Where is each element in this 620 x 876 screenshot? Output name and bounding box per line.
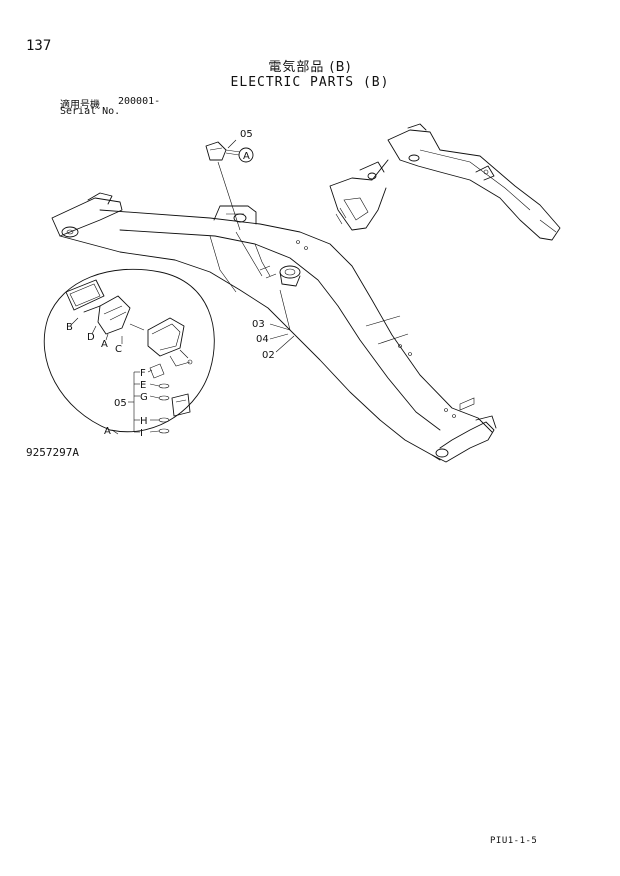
detail-label-b: B bbox=[66, 322, 73, 333]
serial-label-english: Serial No. bbox=[60, 106, 121, 117]
detail-view-a-label: A bbox=[104, 426, 111, 437]
callout-04: 04 bbox=[256, 334, 269, 345]
drawing-number: 9257297A bbox=[26, 446, 79, 459]
detail-label-c: C bbox=[115, 344, 122, 355]
detail-label-g: G bbox=[140, 392, 148, 403]
page-number: 137 bbox=[26, 38, 52, 54]
callout-ref-a: A bbox=[243, 151, 250, 162]
page-code: PIU1-1-5 bbox=[490, 836, 538, 846]
callouts-main bbox=[225, 139, 295, 353]
callout-05-top: 05 bbox=[240, 129, 253, 140]
page-title-japanese: 電気部品 (B) bbox=[268, 60, 352, 75]
detail-label-i: I bbox=[140, 428, 143, 439]
callout-02: 02 bbox=[262, 350, 275, 361]
arm-bucket-drawing bbox=[329, 123, 561, 241]
work-light-part bbox=[205, 141, 263, 277]
detail-label-a-part: A bbox=[101, 339, 108, 350]
detail-label-05: 05 bbox=[114, 398, 127, 409]
boom-drawing bbox=[51, 192, 497, 463]
detail-label-h: H bbox=[140, 416, 148, 427]
serial-label-japanese: 適用号機 bbox=[60, 100, 100, 111]
detail-label-d: D bbox=[87, 332, 95, 343]
callout-03: 03 bbox=[252, 319, 265, 330]
serial-number-range: 200001- bbox=[118, 96, 161, 107]
detail-label-f: F bbox=[140, 368, 146, 379]
detail-label-e: E bbox=[140, 380, 146, 391]
page-title-english: ELECTRIC PARTS (B) bbox=[230, 75, 390, 90]
detail-view-a bbox=[43, 268, 215, 435]
